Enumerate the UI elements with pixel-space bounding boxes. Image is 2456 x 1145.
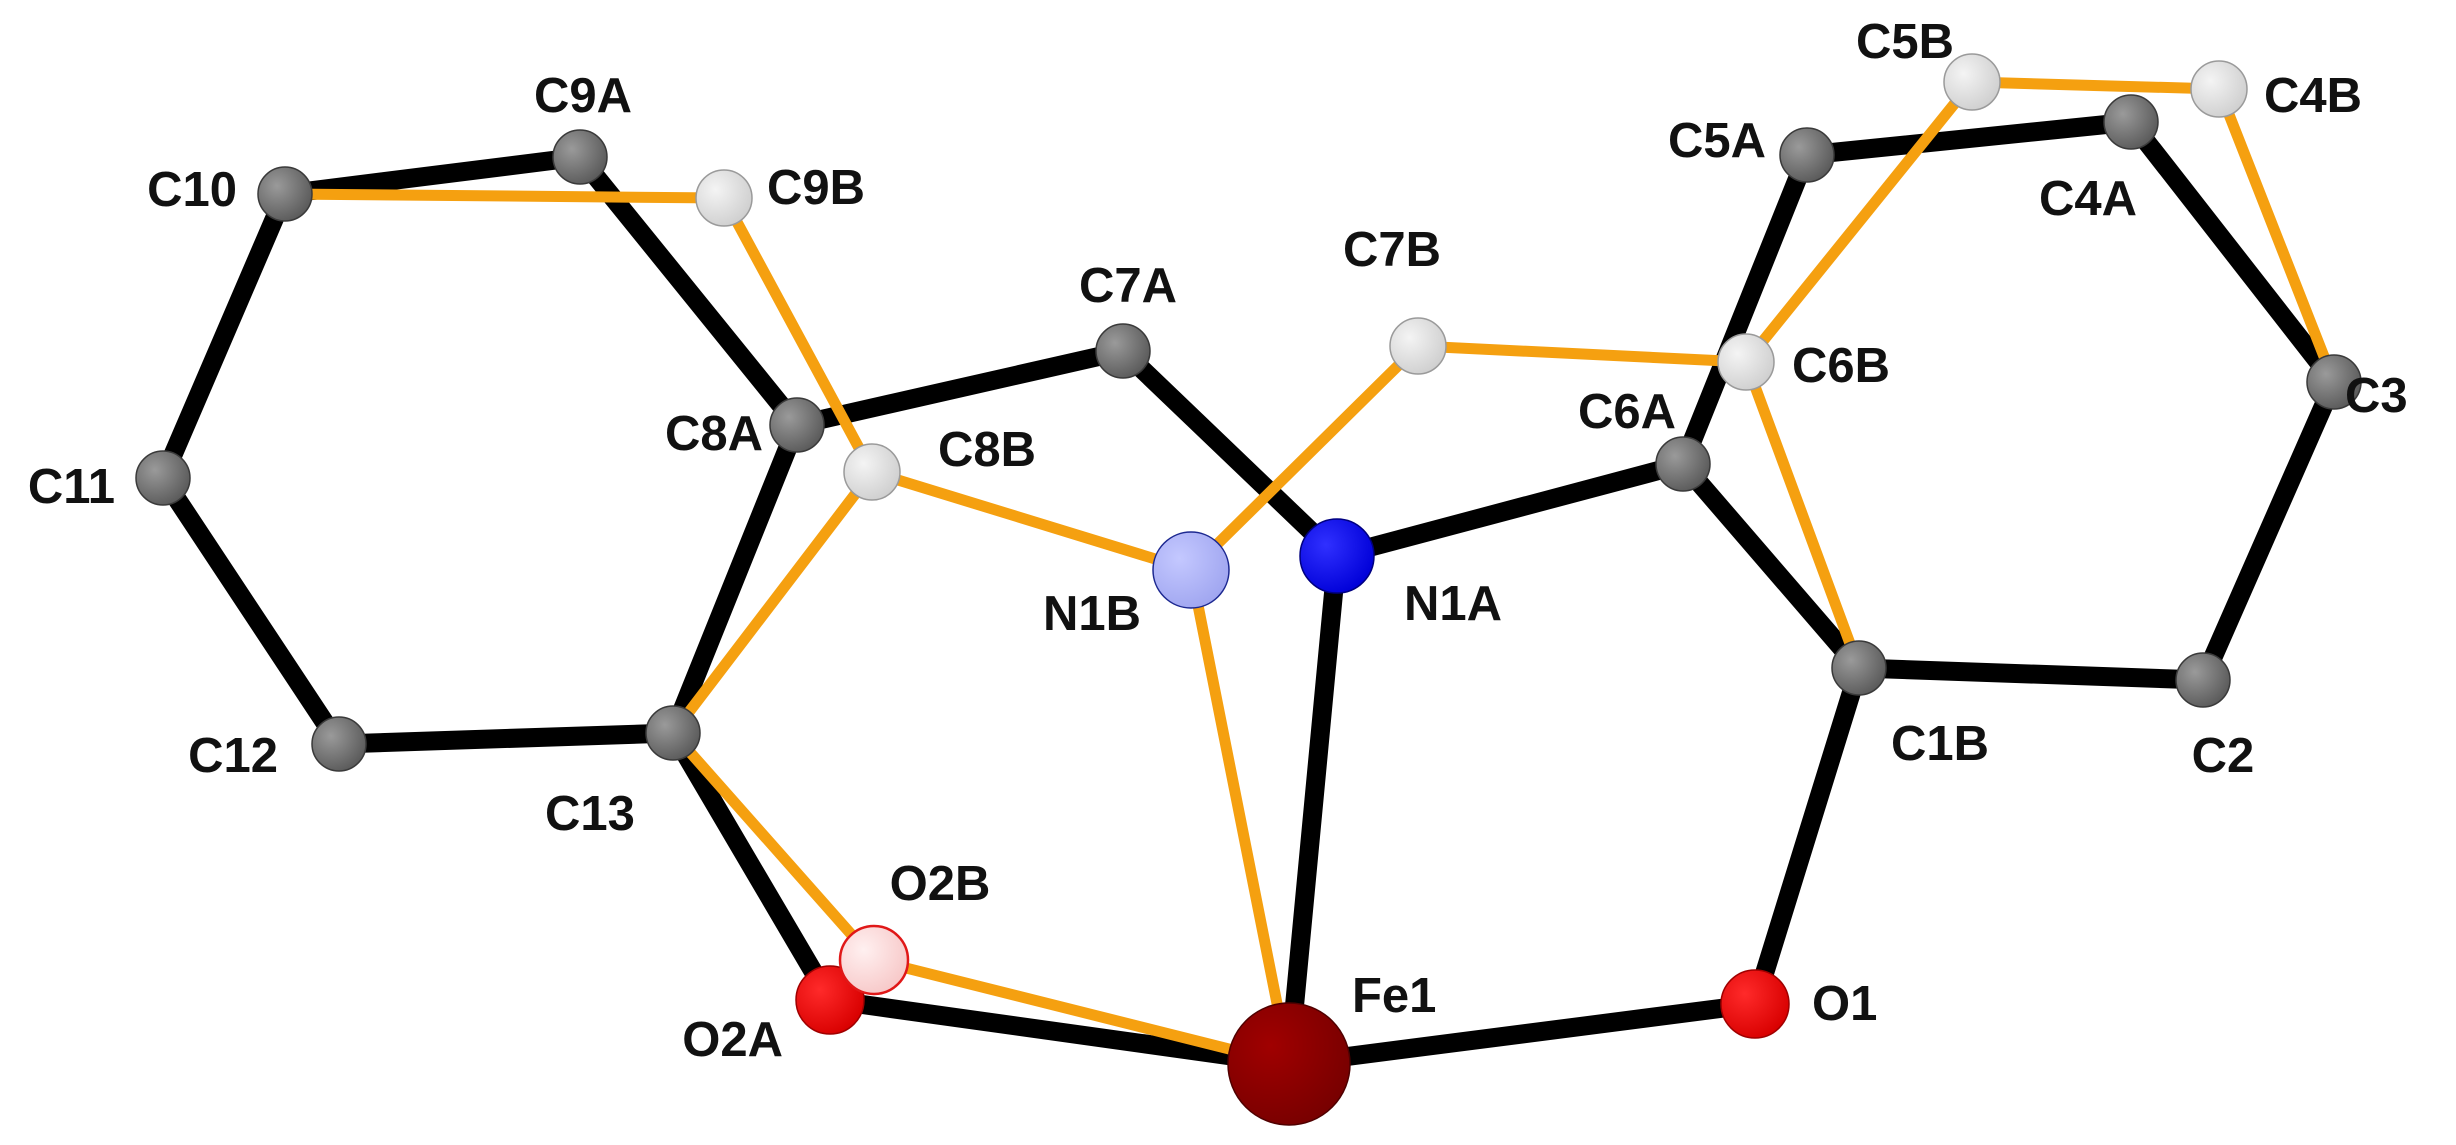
- bond-c4a-c3: [2121, 112, 2344, 392]
- label-o1: O1: [1812, 977, 1877, 1031]
- label-c10: C10: [147, 163, 237, 217]
- atom-c4b: [2190, 60, 2248, 118]
- bond-c13-c12: [329, 723, 683, 754]
- atom-c5a: [1779, 127, 1835, 183]
- bond-c1b-o1: [1745, 658, 1869, 1014]
- atom-c5b: [1943, 53, 2001, 111]
- atom-c2: [2175, 652, 2231, 708]
- label-c6a: C6A: [1578, 385, 1676, 439]
- bond-fe1-o1: [1279, 994, 1765, 1074]
- label-c8b: C8B: [938, 423, 1036, 477]
- bond-c8a-c13: [663, 415, 807, 743]
- atom-fe1: [1227, 1002, 1351, 1126]
- atom-c6b: [1717, 333, 1775, 391]
- bond-fe1-n1a: [1279, 546, 1347, 1074]
- bond-b-c6b-c5b: [1740, 76, 1978, 368]
- bond-b-n1b-c7b: [1185, 340, 1424, 576]
- atom-c8b: [843, 443, 901, 501]
- atom-o2a: [795, 965, 865, 1035]
- label-c7b: C7B: [1343, 223, 1441, 277]
- bond-b-fe1-n1b: [1185, 564, 1295, 1070]
- atom-c4a: [2103, 94, 2159, 150]
- atom-c11: [135, 450, 191, 506]
- bond-c10-c9a: [275, 147, 590, 204]
- label-fe1: Fe1: [1352, 969, 1436, 1023]
- bonds-part-b: [279, 76, 2340, 1070]
- label-c6b: C6B: [1792, 339, 1890, 393]
- label-c7a: C7A: [1079, 259, 1177, 313]
- atom-n1b: [1152, 531, 1230, 609]
- bond-b-c8b-c9b: [718, 192, 878, 478]
- label-o2b: O2B: [890, 857, 991, 911]
- bond-b-c4b-c3: [2213, 83, 2340, 388]
- label-c2: C2: [2192, 729, 2255, 783]
- label-o2a: O2A: [682, 1013, 783, 1067]
- bond-c1b-c6a: [1673, 454, 1869, 678]
- label-n1b: N1B: [1043, 587, 1141, 641]
- label-c11: C11: [28, 460, 115, 514]
- bonds-part-a: [153, 112, 2344, 1074]
- label-c9b: C9B: [767, 161, 865, 215]
- atom-c3: [2306, 354, 2362, 410]
- label-c5a: C5A: [1668, 114, 1766, 168]
- label-c1b: C1B: [1891, 717, 1989, 771]
- atom-c1b: [1831, 640, 1887, 696]
- bond-b-c8b-c13: [667, 466, 878, 739]
- bond-fe1-o2a: [820, 990, 1299, 1074]
- bond-c6a-c5a: [1673, 145, 1817, 474]
- bond-b-o2b-c13: [667, 727, 880, 966]
- atom-o2b: [838, 924, 910, 996]
- bond-c5a-c4a: [1797, 112, 2141, 165]
- atom-c7a: [1095, 323, 1151, 379]
- bond-c11-c10: [153, 184, 295, 488]
- bond-b-n1b-c8b: [866, 466, 1197, 576]
- bond-b-c6b-c1b: [1740, 356, 1865, 674]
- atom-c12: [311, 716, 367, 772]
- bond-b-c5b-c4b: [1966, 76, 2225, 95]
- atom-c7b: [1389, 317, 1447, 375]
- label-c9a: C9A: [534, 69, 632, 123]
- bond-n1a-c6a: [1327, 454, 1693, 566]
- label-c4a: C4A: [2039, 172, 2137, 226]
- atom-c10: [257, 166, 313, 222]
- atom-n1a: [1299, 518, 1375, 594]
- atom-o1: [1720, 969, 1790, 1039]
- bond-c8a-c7a: [787, 341, 1133, 435]
- label-c13: C13: [545, 787, 635, 841]
- label-c12: C12: [188, 729, 278, 783]
- label-c8a: C8A: [665, 407, 763, 461]
- atom-c6a: [1655, 436, 1711, 492]
- label-c4b: C4B: [2264, 69, 2362, 123]
- label-c5b: C5B: [1856, 15, 1954, 69]
- bond-b-fe1-o2b: [868, 954, 1295, 1070]
- atom-c9a: [552, 129, 608, 185]
- atom-c9b: [695, 169, 753, 227]
- bond-b-c9b-c10: [279, 188, 730, 204]
- bond-c7a-n1a: [1113, 341, 1347, 566]
- atom-c13: [645, 705, 701, 761]
- atoms: [135, 53, 2362, 1126]
- label-n1a: N1A: [1404, 577, 1502, 631]
- bond-c3-c2: [2193, 372, 2344, 690]
- bond-c2-c1b: [1849, 658, 2213, 690]
- bond-b-c7b-c6b: [1412, 340, 1752, 368]
- bond-o2a-c13: [663, 723, 840, 1010]
- atom-c8a: [769, 397, 825, 453]
- label-c3: C3: [2345, 369, 2408, 423]
- bond-c12-c11: [153, 468, 349, 754]
